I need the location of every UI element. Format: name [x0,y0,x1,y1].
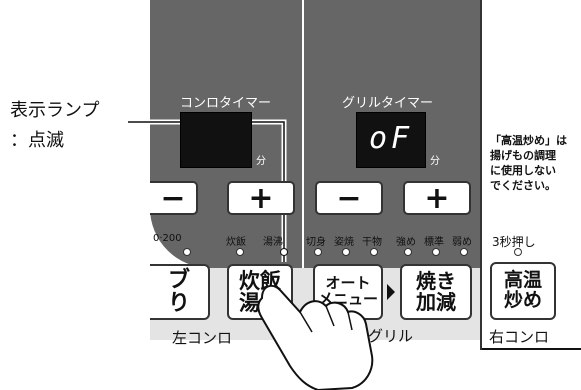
left-mode-key[interactable]: ブ り [150,264,210,320]
indicator-label: 0·200 [153,233,182,244]
hold-3s-label: 3秒押し [492,235,536,249]
indicator-led [460,248,468,256]
indicator-label: 強め [396,237,416,248]
indicator-led [236,248,244,256]
annotation-blink: ：点滅 [10,130,64,151]
indicator-led [342,248,350,256]
grill-timer-label: グリルタイマー [342,96,434,111]
indicator-led [314,248,322,256]
annotation-label: 表示ランプ [10,100,100,121]
key-label: ブ [167,267,190,293]
high-heat-stirfry-key[interactable]: 高温 炒め [490,262,556,320]
panel-divider [302,0,304,268]
left-timer-label: コンロタイマー [180,96,272,111]
indicator-led [514,248,522,256]
arrow-right-icon [387,284,395,300]
indicator-label: 弱め [452,237,472,248]
right-burner-label: 右コンロ [489,328,550,346]
left-plus-button[interactable]: + [227,181,295,216]
grill-timer-display: oF [356,112,426,168]
grill-section-label: グリル [368,327,414,345]
warning-line: に使用しない [490,163,556,177]
warning-line: 「高温炒め」は [490,134,567,147]
indicator-label: 干物 [362,237,382,248]
grill-doneness-key[interactable]: 焼き 加減 [400,264,472,320]
left-minus-button[interactable]: − [150,181,198,216]
indicator-label: 炊飯 [226,237,246,248]
indicator-label: 姿焼 [334,237,354,248]
warning-line: でください。 [490,178,556,192]
grill-timer-unit: 分 [430,156,440,167]
grill-minus-button[interactable]: − [315,181,383,216]
key-label: り [167,291,190,316]
indicator-led [432,248,440,256]
key-label: 炒め [503,289,542,311]
indicator-led [370,248,378,256]
grill-plus-button[interactable]: + [403,181,471,216]
high-heat-warning: 「高温炒め」は 揚げもの調理 に使用しない でください。 [490,134,567,193]
key-label: 加減 [416,290,456,314]
left-timer-display [180,112,252,168]
grill-display-value: oF [369,121,414,156]
key-label: オート [325,274,371,293]
indicator-label: 標準 [424,237,444,248]
indicator-led-blinking [280,248,288,256]
warning-line: 揚げもの調理 [490,148,556,162]
key-label: 高温 [503,269,542,292]
key-label: 焼き [416,269,456,293]
indicator-led [404,248,412,256]
left-timer-unit: 分 [256,156,266,167]
left-burner-label: 左コンロ [172,329,233,347]
panel-bottom-line [482,348,581,350]
indicator-label: 湯沸 [263,237,283,248]
indicator-led [183,248,191,256]
indicator-label: 切身 [306,237,326,248]
